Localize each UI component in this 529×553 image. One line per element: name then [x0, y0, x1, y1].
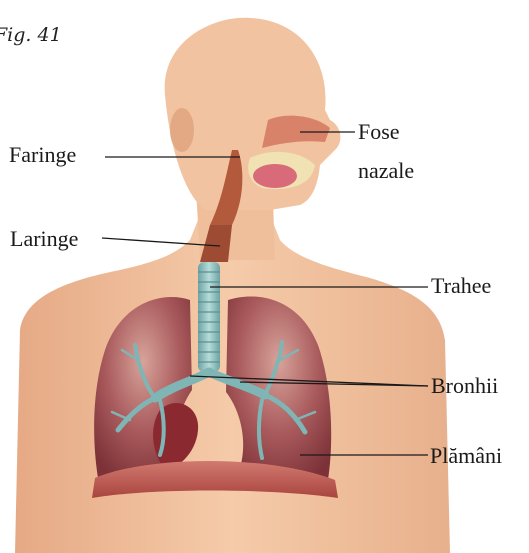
figure-caption: Fig. 41 [0, 24, 62, 46]
label-bronhii: Bronhii [431, 375, 498, 397]
label-fose-nazale-line1: Fose [358, 121, 400, 143]
label-fose-nazale-line2: nazale [358, 160, 414, 182]
tongue [253, 164, 297, 188]
trachea [198, 262, 220, 372]
label-trahee: Trahee [431, 275, 491, 297]
label-plamani: Plămâni [430, 445, 502, 467]
head [165, 18, 341, 210]
ear [170, 108, 194, 152]
label-laringe: Laringe [10, 228, 78, 250]
label-faringe: Faringe [9, 144, 76, 166]
